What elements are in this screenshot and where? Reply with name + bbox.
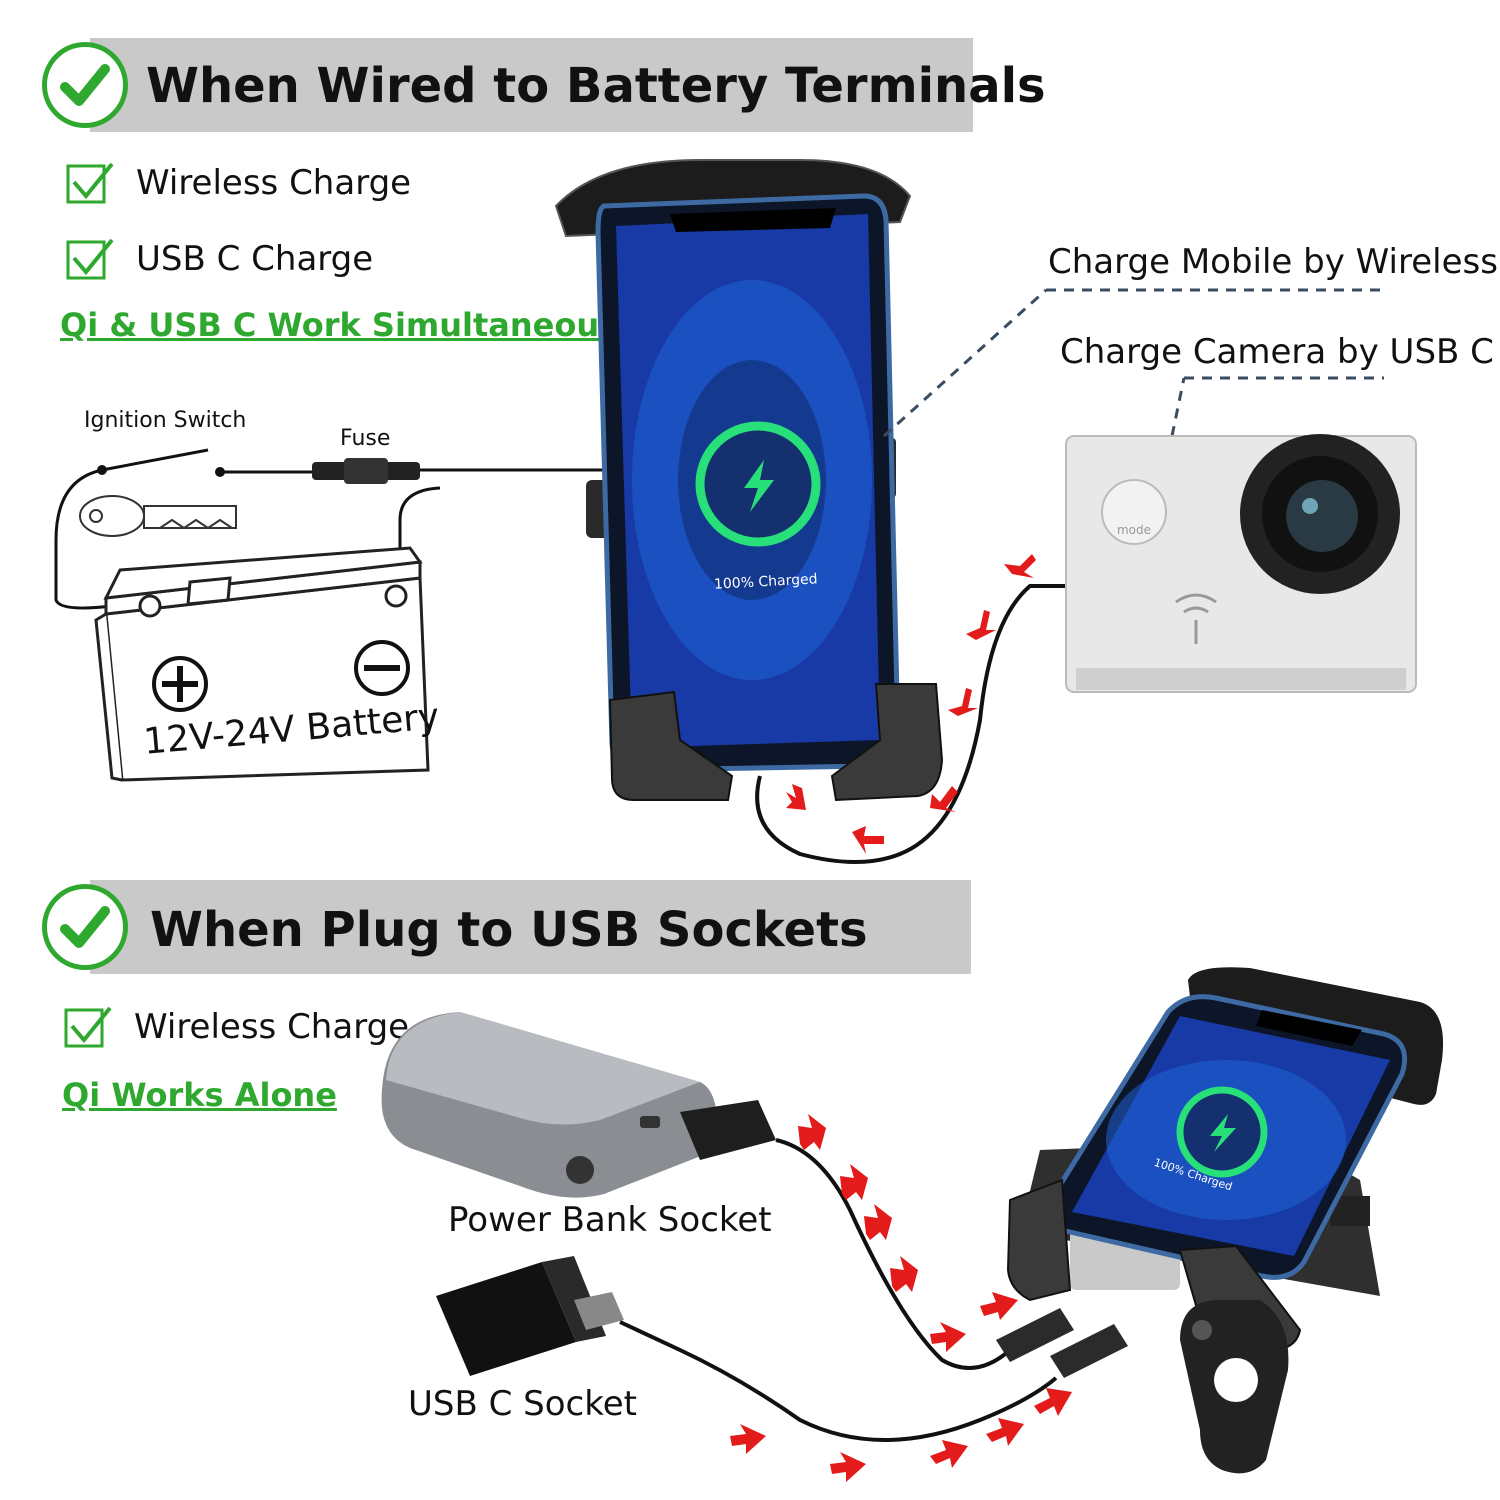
minus-icon — [354, 640, 410, 696]
usb-c-socket-label: USB C Socket — [408, 1384, 637, 1424]
red-flow-arrows — [730, 1114, 1072, 1482]
wiring-illustration: 100% Charged mode — [54, 159, 1417, 864]
ignition-switch-label: Ignition Switch — [84, 408, 247, 433]
section1-item-wireless: Wireless Charge — [66, 160, 411, 206]
section1-note: Qi & USB C Work Simultaneously — [60, 306, 651, 344]
item-label: Wireless Charge — [136, 163, 412, 203]
power-bank-icon — [381, 1012, 718, 1198]
checkbox-checked-icon — [66, 238, 114, 280]
key-icon — [79, 495, 237, 537]
check-circle-icon — [42, 884, 128, 970]
usb-c-cable — [619, 1320, 1058, 1442]
section2-item-wireless: Wireless Charge — [64, 1004, 409, 1050]
wireless-charging-ring — [1176, 1086, 1268, 1178]
callout-lines — [882, 288, 1384, 438]
checkbox-checked-icon — [66, 162, 114, 204]
section2-title: When Plug to USB Sockets — [150, 902, 868, 958]
usb-c-plug-icon — [996, 1308, 1128, 1378]
callout-usbc-label: Charge Camera by USB C — [1060, 332, 1494, 372]
section1-title: When Wired to Battery Terminals — [146, 58, 1046, 114]
section2-note: Qi Works Alone — [62, 1076, 337, 1114]
item-label: USB C Charge — [136, 239, 374, 279]
switch-contact — [215, 467, 225, 477]
checkbox-checked-icon — [64, 1006, 112, 1048]
switch-contact — [97, 465, 107, 475]
callout-wireless-label: Charge Mobile by Wireless — [1048, 242, 1498, 282]
action-camera-icon — [1065, 434, 1417, 693]
usb-plug-icon — [680, 1100, 776, 1160]
usb-c-cable — [755, 584, 1066, 864]
usb-c-adapter-icon — [436, 1256, 624, 1376]
power-bank-cable — [775, 1138, 1012, 1370]
red-flow-arrows — [786, 554, 1036, 854]
fuse-icon — [312, 458, 420, 484]
check-circle-icon — [42, 42, 128, 128]
power-bank-socket-label: Power Bank Socket — [448, 1200, 772, 1240]
battery-icon — [94, 546, 430, 782]
plus-icon — [152, 656, 208, 712]
section2-banner — [90, 880, 971, 974]
fuse-label: Fuse — [340, 426, 391, 451]
ignition-wiring — [54, 448, 612, 610]
holder-bottom-clamps — [608, 683, 944, 802]
phone-screen-text: 100% Charged — [714, 571, 818, 592]
section1-item-usbc: USB C Charge — [66, 236, 373, 282]
camera-mode-button-text: mode — [1117, 523, 1151, 537]
section1-banner — [90, 38, 973, 132]
handlebar-mount-icon — [1180, 1300, 1289, 1474]
wireless-charging-ring — [695, 421, 821, 547]
item-label: Wireless Charge — [134, 1007, 410, 1047]
